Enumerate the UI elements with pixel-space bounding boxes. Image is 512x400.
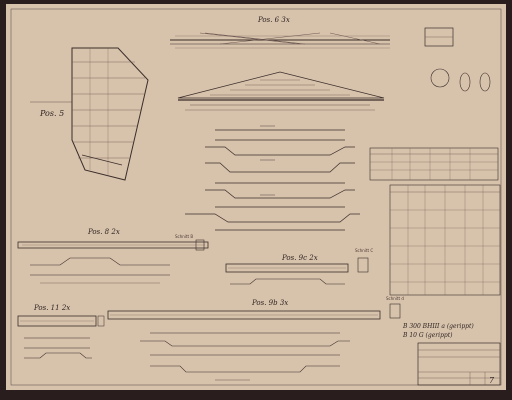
title-block: 7 bbox=[417, 342, 501, 386]
concrete-note-2: B 10 G (gerippt) bbox=[402, 332, 453, 339]
pos11-label: Pos. 11 2x bbox=[33, 304, 70, 312]
pos5-label: Pos. 5 bbox=[39, 109, 64, 118]
steel-schedule-table-lower bbox=[389, 184, 501, 296]
pos8-beam: Pos. 8 2x Schnitt B bbox=[17, 228, 209, 284]
pos9c-beam: Pos. 9c 2x Schnitt C bbox=[225, 248, 373, 285]
sheet-number: 7 bbox=[489, 376, 495, 385]
schnitt-c-label: Schnitt C bbox=[355, 248, 373, 253]
schnitt-d-label: Schnitt d bbox=[386, 296, 404, 301]
pos6-elevation bbox=[177, 71, 385, 111]
pos5-slab: Pos. 5 bbox=[30, 47, 149, 181]
pos9b-beam: Pos. 9b 3x Schnitt d bbox=[107, 296, 404, 381]
detail-top-right bbox=[424, 27, 491, 92]
sheet-border bbox=[10, 8, 502, 386]
pos6-plan-view: Pos. 6 3x bbox=[170, 16, 390, 49]
pos8-label: Pos. 8 2x bbox=[87, 228, 120, 236]
pos9b-label: Pos. 9b 3x bbox=[251, 299, 288, 307]
concrete-note-1: B 300 BHIII a (gerippt) bbox=[402, 323, 474, 330]
pos11-beam: Pos. 11 2x bbox=[17, 304, 105, 359]
schnitt-b-label: Schnitt B bbox=[175, 234, 193, 239]
pos9c-label: Pos. 9c 2x bbox=[281, 254, 318, 262]
material-notes: B 300 BHIII a (gerippt) B 10 G (gerippt) bbox=[402, 323, 474, 339]
bending-shapes-center bbox=[185, 125, 360, 231]
pos6-label: Pos. 6 3x bbox=[257, 16, 290, 24]
steel-schedule-table-upper bbox=[369, 147, 499, 181]
